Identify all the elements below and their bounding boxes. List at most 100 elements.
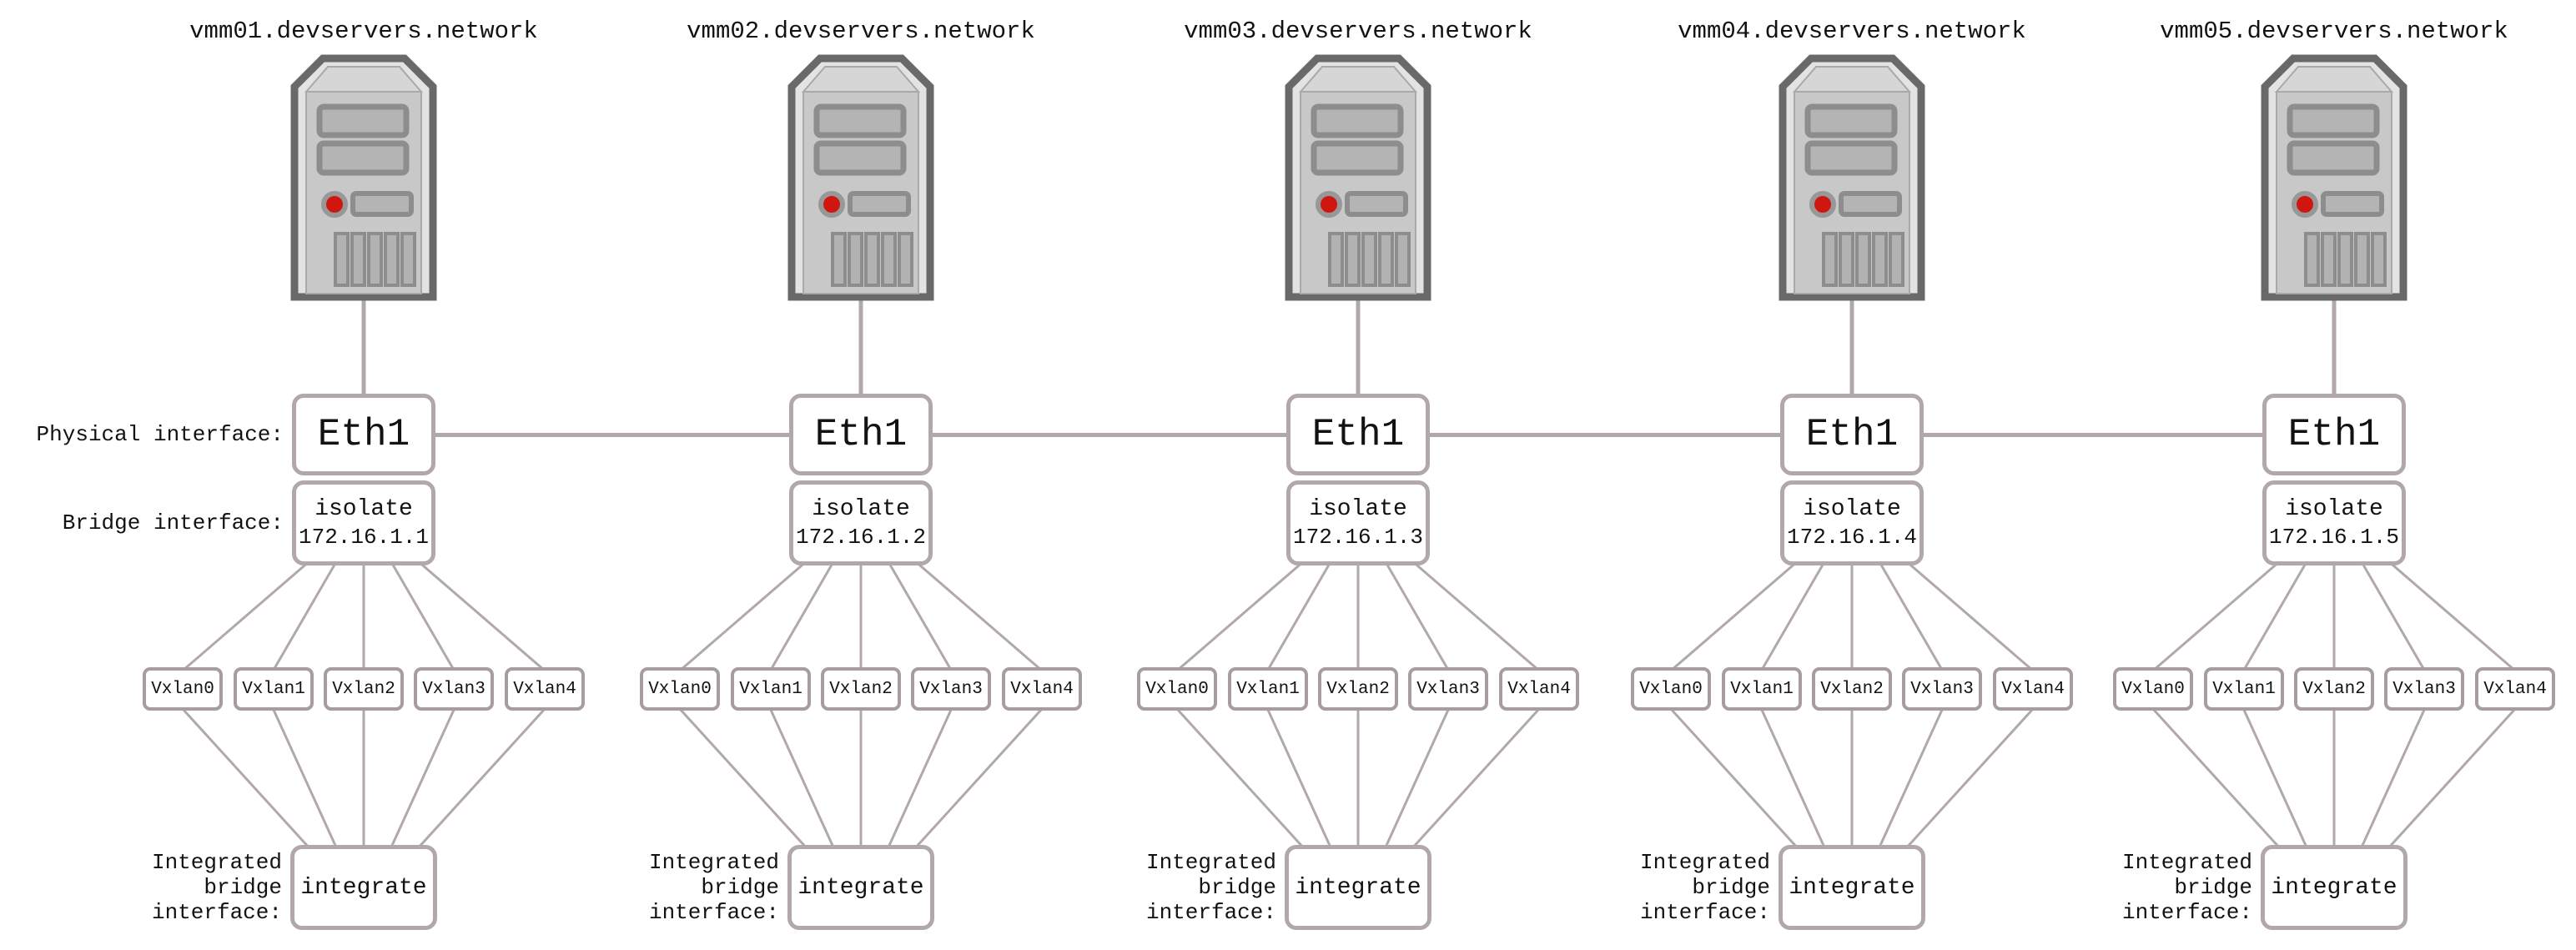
bridge-name: isolate — [1803, 496, 1901, 522]
drive-bay — [1311, 140, 1404, 176]
connector-lines — [181, 295, 546, 851]
vxlan-box: Vxlan4 — [1002, 667, 1082, 711]
server-icon — [787, 54, 934, 301]
connector-lines — [2151, 295, 2517, 851]
integrated-bridge-box: integrate — [787, 845, 934, 930]
vent-slats — [831, 232, 913, 287]
physical-interface-box: Eth1 — [1286, 394, 1430, 475]
hostname-title: vmm02.devservers.network — [687, 18, 1035, 45]
bridge-interface-box: isolate 172.16.1.3 — [1286, 480, 1430, 565]
vxlan-box: Vxlan0 — [143, 667, 223, 711]
vxlan-box: Vxlan2 — [2294, 667, 2374, 711]
server-icon — [2261, 54, 2407, 301]
integrated-bridge-label: Integrated bridge interface: — [151, 850, 282, 925]
drive-slot — [350, 191, 414, 217]
power-led — [1316, 191, 1342, 218]
vxlan-box: Vxlan3 — [911, 667, 991, 711]
power-led — [818, 191, 845, 218]
integrated-bridge-label: Integrated bridge interface: — [2121, 850, 2252, 925]
server-column: vmm01.devservers.network Eth1 isolate 17… — [113, 0, 614, 950]
vxlan-box: Vxlan0 — [640, 667, 720, 711]
physical-interface-box: Eth1 — [292, 394, 435, 475]
bridge-interface-box: isolate 172.16.1.4 — [1780, 480, 1924, 565]
bridge-name: isolate — [812, 496, 910, 522]
server-icon — [1285, 54, 1431, 301]
bridge-name: isolate — [2285, 496, 2383, 522]
integrated-bridge-label: Integrated bridge interface: — [648, 850, 779, 925]
vxlan-box: Vxlan3 — [1408, 667, 1488, 711]
drive-bay — [2287, 140, 2380, 176]
vxlan-box: Vxlan4 — [2475, 667, 2555, 711]
drive-bay — [316, 140, 410, 176]
server-column: vmm02.devservers.network Eth1 isolate 17… — [611, 0, 1111, 950]
drive-bay — [316, 103, 410, 138]
drive-slot — [1839, 191, 1902, 217]
drive-bay — [813, 103, 907, 138]
integrated-bridge-label: Integrated bridge interface: — [1145, 850, 1276, 925]
physical-interface-label: Physical interface: — [36, 422, 284, 447]
integrated-bridge-box: integrate — [1779, 845, 1925, 930]
vxlan-box: Vxlan4 — [1993, 667, 2073, 711]
bridge-ip: 172.16.1.1 — [298, 525, 430, 550]
vxlan-box: Vxlan2 — [324, 667, 404, 711]
vxlan-box: Vxlan1 — [1722, 667, 1802, 711]
vxlan-box: Vxlan2 — [1812, 667, 1892, 711]
vxlan-box: Vxlan1 — [2204, 667, 2284, 711]
power-led — [2292, 191, 2318, 218]
hostname-title: vmm05.devservers.network — [2160, 18, 2508, 45]
integrated-bridge-box: integrate — [1285, 845, 1431, 930]
vxlan-box: Vxlan1 — [234, 667, 314, 711]
vxlan-box: Vxlan2 — [821, 667, 901, 711]
bridge-ip: 172.16.1.3 — [1292, 525, 1424, 550]
physical-interface-box: Eth1 — [1780, 394, 1924, 475]
connector-lines — [678, 295, 1044, 851]
bridge-interface-box: isolate 172.16.1.5 — [2262, 480, 2406, 565]
vxlan-box: Vxlan4 — [505, 667, 585, 711]
vent-slats — [334, 232, 416, 287]
drive-bay — [1804, 140, 1898, 176]
bridge-interface-label: Bridge interface: — [62, 510, 284, 535]
bridge-name: isolate — [1309, 496, 1407, 522]
hostname-title: vmm01.devservers.network — [189, 18, 538, 45]
power-led — [1809, 191, 1836, 218]
vxlan-box: Vxlan1 — [731, 667, 811, 711]
drive-slot — [848, 191, 911, 217]
bridge-interface-box: isolate 172.16.1.1 — [292, 480, 435, 565]
vent-slats — [2304, 232, 2387, 287]
bridge-ip: 172.16.1.4 — [1786, 525, 1918, 550]
vent-slats — [1328, 232, 1411, 287]
integrated-bridge-label: Integrated bridge interface: — [1639, 850, 1770, 925]
power-led — [321, 191, 348, 218]
connector-lines — [1175, 295, 1541, 851]
server-icon — [290, 54, 437, 301]
vxlan-box: Vxlan4 — [1499, 667, 1579, 711]
server-column: vmm03.devservers.network Eth1 isolate 17… — [1108, 0, 1608, 950]
integrated-bridge-box: integrate — [290, 845, 437, 930]
drive-bay — [1804, 103, 1898, 138]
bridge-ip: 172.16.1.5 — [2268, 525, 2400, 550]
bridge-interface-box: isolate 172.16.1.2 — [789, 480, 933, 565]
vxlan-box: Vxlan0 — [1631, 667, 1711, 711]
vxlan-box: Vxlan0 — [2113, 667, 2193, 711]
vxlan-box: Vxlan1 — [1228, 667, 1308, 711]
server-column: vmm05.devservers.network Eth1 isolate 17… — [2084, 0, 2576, 950]
bridge-ip: 172.16.1.2 — [795, 525, 927, 550]
vxlan-box: Vxlan3 — [414, 667, 494, 711]
vxlan-box: Vxlan3 — [2384, 667, 2464, 711]
physical-interface-box: Eth1 — [789, 394, 933, 475]
drive-bay — [813, 140, 907, 176]
vent-slats — [1822, 232, 1904, 287]
drive-bay — [2287, 103, 2380, 138]
hostname-title: vmm03.devservers.network — [1184, 18, 1532, 45]
bridge-name: isolate — [314, 496, 413, 522]
server-icon — [1779, 54, 1925, 301]
vxlan-box: Vxlan2 — [1318, 667, 1398, 711]
vxlan-box: Vxlan3 — [1902, 667, 1982, 711]
drive-bay — [1311, 103, 1404, 138]
integrated-bridge-box: integrate — [2261, 845, 2407, 930]
physical-interface-box: Eth1 — [2262, 394, 2406, 475]
connector-lines — [1669, 295, 2035, 851]
vxlan-box: Vxlan0 — [1137, 667, 1217, 711]
server-column: vmm04.devservers.network Eth1 isolate 17… — [1602, 0, 2102, 950]
